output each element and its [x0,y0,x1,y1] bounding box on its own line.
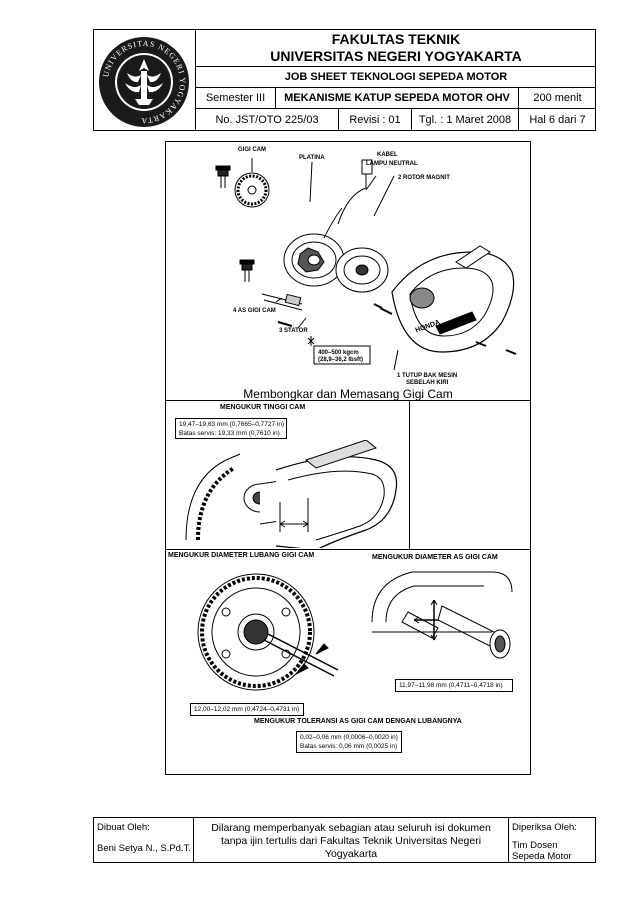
footer-frame [93,817,596,863]
cam-height-illustration [176,439,406,551]
content-frame [165,141,531,775]
svg-text:(28,9–36,2 lbsft): (28,9–36,2 lbsft) [318,357,363,363]
svg-text:KABEL: KABEL [377,152,398,158]
exploded-view-illustration: GIGI CAM PLATINA KABEL LAMPU NEUTRAL 2 R… [166,142,530,388]
copyright-notice: Dilarang memperbanyak sebagian atau selu… [211,822,491,860]
header-frame [93,29,596,131]
university-logo: UNIVERSITAS NEGERI YOGYAKARTA [97,35,191,129]
checked-by-name-line1: Tim Dosen [512,840,558,851]
svg-text:400–500 kgcm: 400–500 kgcm [318,350,359,356]
shaft-diameter-illustration [362,562,526,680]
bore-diameter-title: MENGUKUR DIAMETER LUBANG GIGI CAM [168,552,315,559]
revision-label: Revisi : 01 [349,114,401,126]
made-by-label: Dibuat Oleh: [97,822,150,833]
svg-text:LAMPU NEUTRAL: LAMPU NEUTRAL [366,161,418,167]
svg-text:1 TUTUP BAK MESIN: 1 TUTUP BAK MESIN [397,373,457,379]
jobsheet-title: JOB SHEET TEKNOLOGI SEPEDA MOTOR [284,71,508,83]
made-by-name: Beni Setya N., S.Pd.T. [97,843,191,854]
tolerance-title: MENGUKUR TOLERANSI AS GIGI CAM DENGAN LU… [254,718,462,725]
cam-height-title: MENGUKUR TINGGI CAM [220,404,306,411]
figure-caption: Membongkar dan Memasang Gigi Cam [243,387,453,401]
semester-label: Semester III [205,92,266,104]
tolerance-spec: 0,02–0,06 mm (0,0006–0,0020 in) Batas se… [296,731,402,753]
page-number: Hal 6 dari 7 [529,114,586,126]
date-label: Tgl. : 1 Maret 2008 [418,114,512,126]
svg-text:GIGI CAM: GIGI CAM [238,147,266,153]
topic-label: MEKANISME KATUP SEPEDA MOTOR OHV [284,92,510,104]
cam-height-spec: 19,47–19,63 mm (0,7665–0,7727 in) Batas … [175,418,287,439]
document-number: No. JST/OTO 225/03 [215,114,319,126]
svg-text:2 ROTOR MAGNIT: 2 ROTOR MAGNIT [398,175,450,181]
shaft-diameter-title: MENGUKUR DIAMETER AS GIGI CAM [372,554,498,561]
bore-diameter-illustration [176,562,356,702]
bore-diameter-spec: 12,00–12,02 mm (0,4724–0,4731 in) [190,703,304,716]
faculty-title: FAKULTAS TEKNIK [331,31,461,47]
shaft-diameter-spec: 11,97–11,98 mm (0,4711–0,4718 in) [395,679,513,692]
svg-text:4 AS GIGI CAM: 4 AS GIGI CAM [233,308,276,314]
svg-text:PLATINA: PLATINA [299,155,325,161]
header-divider [195,29,196,131]
duration-label: 200 menit [533,92,582,104]
svg-text:3 STATOR: 3 STATOR [279,328,308,334]
checked-by-label: Diperiksa Oleh: [512,822,577,833]
university-title: UNIVERSITAS NEGERI YOGYAKARTA [270,47,522,64]
svg-text:SEBELAH KIRI: SEBELAH KIRI [406,380,449,386]
checked-by-name-line2: Sepeda Motor [512,851,572,862]
